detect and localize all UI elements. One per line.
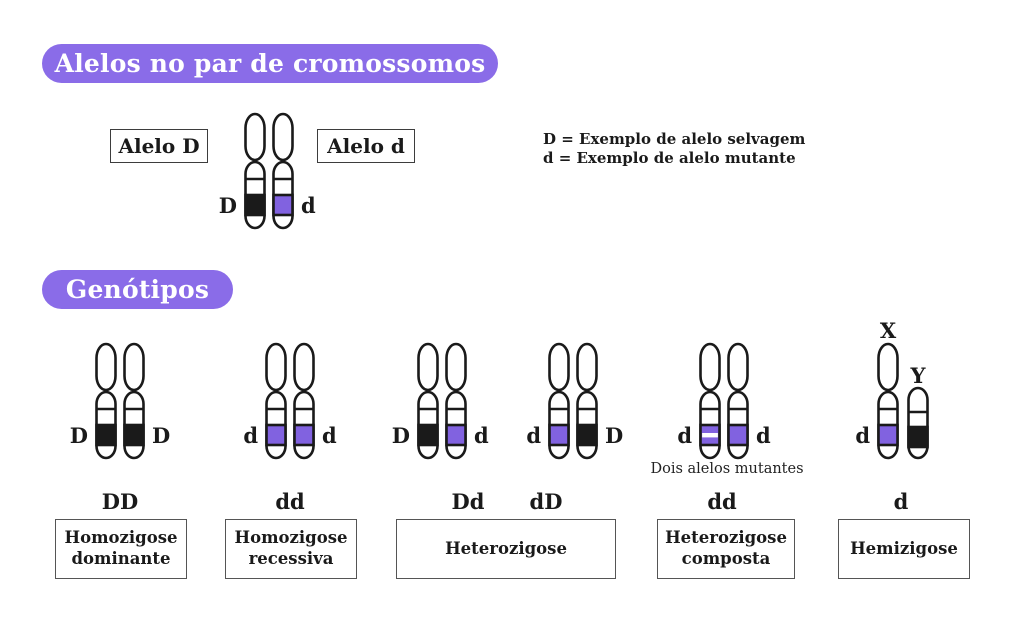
allele-label: d: [243, 423, 258, 448]
chromatid: [699, 342, 721, 460]
category-box-compound-heterozygous: Heterozigose composta: [657, 519, 795, 579]
allele-band: [244, 193, 266, 217]
section-banner-genotypes: Genótipos: [42, 270, 233, 309]
genotype-label-dd-dominant: DD: [101, 489, 139, 514]
allele-d-label-box: Alelo D: [110, 129, 208, 163]
allele-label: d: [474, 423, 489, 448]
allele-band: [576, 423, 598, 447]
allele-label: d: [677, 423, 692, 448]
chromatid: [576, 342, 598, 460]
allele-label: D: [152, 423, 170, 448]
allele-label: Y: [910, 363, 927, 388]
category-box-hemizygous: Hemizigose: [838, 519, 970, 579]
chromatid: [417, 342, 439, 460]
chromatid: [272, 112, 294, 230]
allele-label: d: [855, 423, 870, 448]
section-banner-alleles: Alelos no par de cromossomos: [42, 44, 498, 83]
allele-d-lower-label-box: Alelo d: [317, 129, 415, 163]
chromatid: [727, 342, 749, 460]
genotype-label-dd-compound: dd: [707, 489, 737, 514]
category-box-homozygous-recessive: Homozigose recessiva: [225, 519, 357, 579]
allele-legend: D = Exemplo de alelo selvagem d = Exempl…: [543, 130, 805, 168]
genotype-label-Dd: Dd: [451, 489, 485, 514]
allele-label: D: [605, 423, 623, 448]
genotype-label-d-hemizygous: d: [893, 489, 909, 514]
allele-band: [123, 423, 145, 447]
genotype-label-dD: dD: [529, 489, 563, 514]
chromatid: [265, 342, 287, 460]
allele-label: X: [880, 318, 897, 343]
allele-label: d: [322, 423, 337, 448]
chromatid: [244, 112, 266, 230]
compound-mutant-note: Dois alelos mutantes: [650, 461, 804, 477]
allele-band: [417, 423, 439, 447]
legend-wild-type-line: D = Exemplo de alelo selvagem: [543, 130, 806, 148]
allele-label: d: [756, 423, 771, 448]
allele-band: [445, 423, 467, 447]
chromatid: [445, 342, 467, 460]
chromatid: [548, 342, 570, 460]
category-box-homozygous-dominant: Homozigose dominante: [55, 519, 187, 579]
allele-label: d: [301, 193, 316, 218]
chromatid: [877, 342, 899, 460]
category-box-heterozygous: Heterozigose: [396, 519, 616, 579]
allele-band: [265, 423, 287, 447]
allele-band: [727, 423, 749, 447]
allele-band: [548, 423, 570, 447]
legend-mutant-line: d = Exemplo de alelo mutante: [543, 149, 796, 167]
genotype-label-dd-recessive: dd: [275, 489, 305, 514]
allele-label: D: [392, 423, 410, 448]
allele-band: [907, 425, 929, 449]
chromatid: [123, 342, 145, 460]
allele-label: D: [70, 423, 88, 448]
y-chromatid: [907, 386, 929, 460]
allele-band: [293, 423, 315, 447]
chromatid: [293, 342, 315, 460]
allele-band: [877, 423, 899, 447]
allele-band: [95, 423, 117, 447]
allele-label: D: [219, 193, 237, 218]
allele-label: d: [526, 423, 541, 448]
chromatid: [95, 342, 117, 460]
allele-band: [272, 193, 294, 217]
